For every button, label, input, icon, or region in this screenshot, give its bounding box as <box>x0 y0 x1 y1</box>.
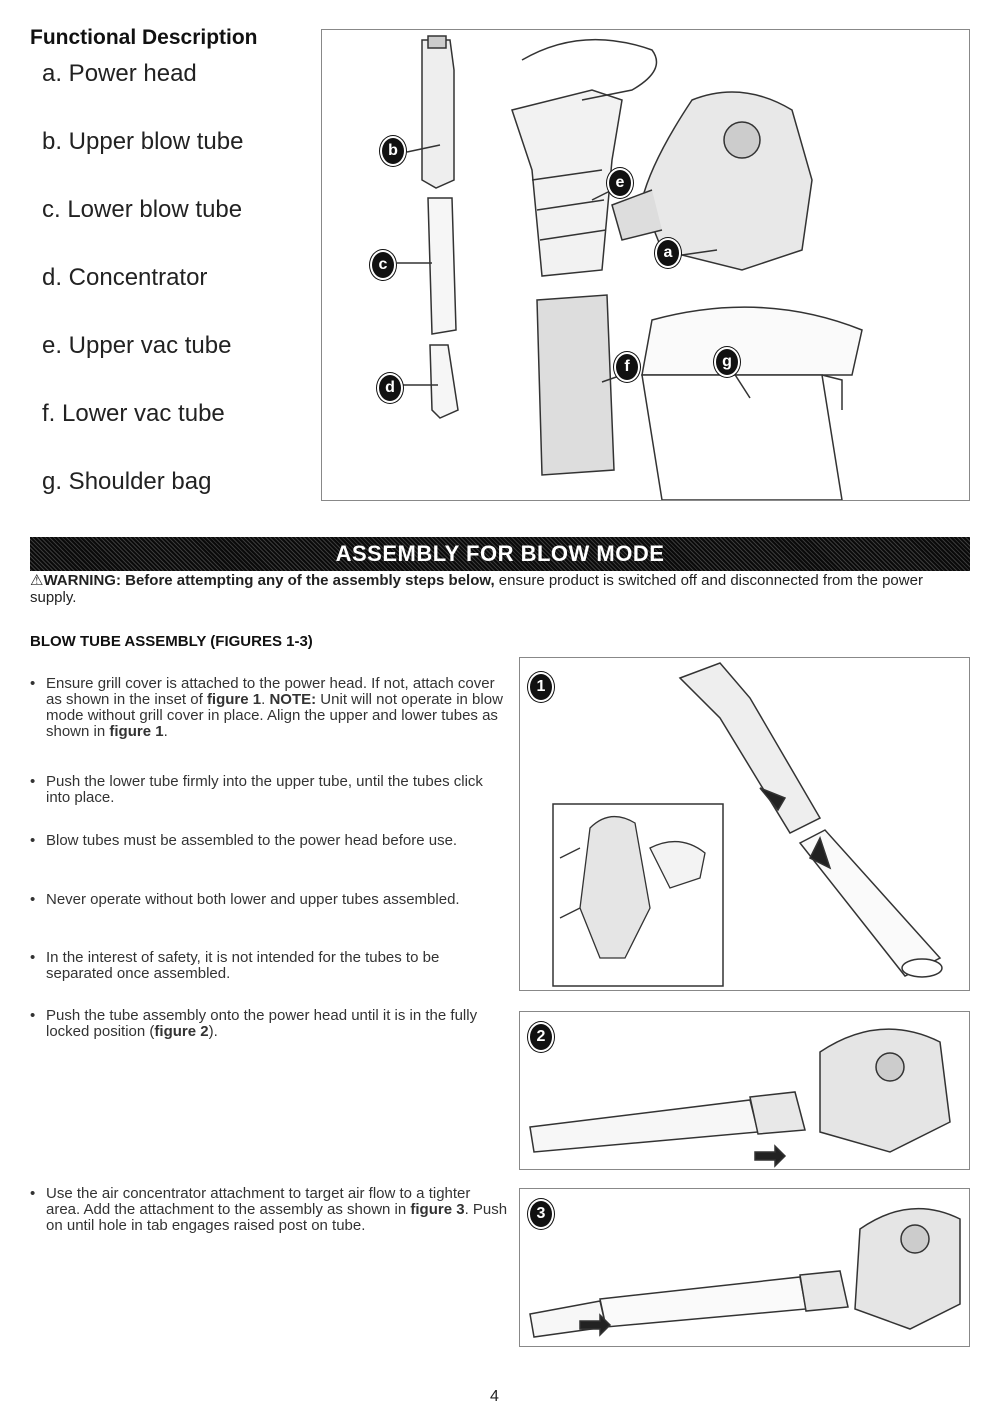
bullet-push-assembly: • Push the tube assembly onto the power … <box>30 1007 478 1040</box>
warning-bold: WARNING: Before attempting any of the as… <box>43 572 495 589</box>
figure-1-illustration <box>552 662 943 987</box>
parts-diagram: b c d e a f g <box>321 29 970 501</box>
blow-tube-assembly-heading: BLOW TUBE ASSEMBLY (FIGURES 1-3) <box>30 633 313 650</box>
bullet-concentrator: • Use the air concentrator attachment to… <box>30 1185 508 1234</box>
callout-c: c <box>370 250 396 280</box>
bullet-push-lower-tube: •Push the lower tube firmly into the upp… <box>30 773 483 806</box>
part-e-label: e. Upper vac tube <box>42 332 232 359</box>
figure-2: 2 <box>519 1011 970 1170</box>
bullet-grill-cover: • Ensure grill cover is attached to the … <box>30 675 503 740</box>
figure-3: 3 <box>519 1188 970 1347</box>
part-f-label: f. Lower vac tube <box>42 400 225 427</box>
bullet-safety: •In the interest of safety, it is not in… <box>30 949 440 982</box>
callout-g: g <box>714 347 740 377</box>
part-a-label: a. Power head <box>42 60 197 87</box>
page-number: 4 <box>490 1388 499 1405</box>
callout-a: a <box>655 238 681 268</box>
callout-e: e <box>607 168 633 198</box>
warning-rest: ensure product is switched off and disco… <box>30 572 923 606</box>
bullet-never-operate: •Never operate without both lower and up… <box>30 891 460 908</box>
figure-2-badge: 2 <box>528 1022 554 1052</box>
figure-1-badge: 1 <box>528 672 554 702</box>
callout-d: d <box>377 373 403 403</box>
parts-illustration <box>397 35 863 500</box>
functional-description-title: Functional Description <box>30 26 258 49</box>
figure-1: 1 <box>519 657 970 991</box>
part-d-label: d. Concentrator <box>42 264 208 291</box>
warning-icon: ⚠ <box>30 572 44 589</box>
part-c-label: c. Lower blow tube <box>42 196 243 223</box>
figure-2-illustration <box>529 1028 951 1168</box>
part-g-label: g. Shoulder bag <box>42 468 212 495</box>
bullet-assemble-before-use: •Blow tubes must be assembled to the pow… <box>30 832 458 849</box>
part-b-label: b. Upper blow tube <box>42 128 244 155</box>
callout-b: b <box>380 136 406 166</box>
figure-3-illustration <box>529 1207 961 1338</box>
warning-text: ⚠WARNING: Before attempting any of the a… <box>30 572 930 606</box>
section-banner: ASSEMBLY FOR BLOW MODE <box>30 537 970 571</box>
callout-f: f <box>614 352 640 382</box>
figure-3-badge: 3 <box>528 1199 554 1229</box>
